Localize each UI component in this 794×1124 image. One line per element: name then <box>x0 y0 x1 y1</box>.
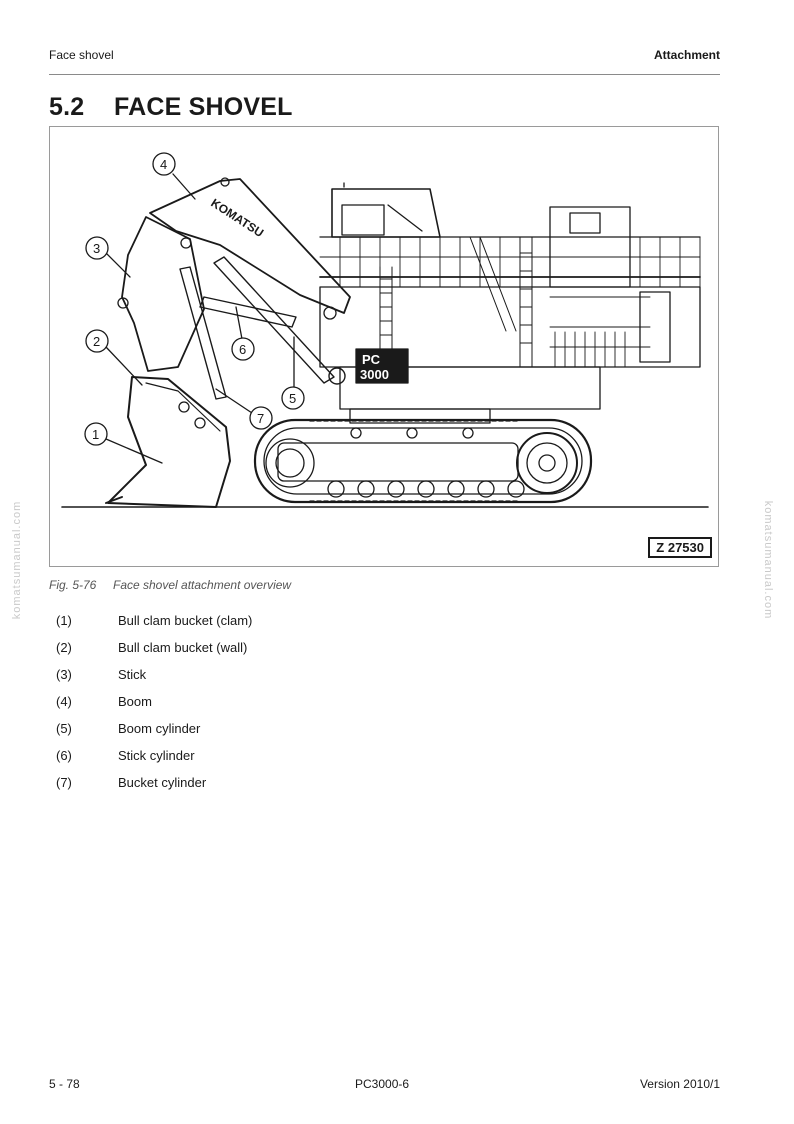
crawler-track <box>253 418 593 504</box>
callout-5: 5 <box>281 336 305 410</box>
legend-item-label: Boom cylinder <box>118 721 201 736</box>
callout-6: 6 <box>231 306 255 361</box>
callout-2: 2 <box>85 329 143 386</box>
legend-item-number: (1) <box>56 613 72 628</box>
legend-item: (4) Boom <box>56 694 252 721</box>
svg-text:6: 6 <box>239 342 246 357</box>
stick <box>117 216 205 372</box>
svg-text:2: 2 <box>93 334 100 349</box>
boom-cylinder-pin <box>328 367 346 385</box>
svg-text:3: 3 <box>93 241 100 256</box>
legend-item-label: Stick cylinder <box>118 748 195 763</box>
legend-item-number: (2) <box>56 640 72 655</box>
svg-text:5: 5 <box>289 391 296 406</box>
figure-caption: Fig. 5-76 Face shovel attachment overview <box>49 578 291 592</box>
excavator-illustration: PC 3000 KOMATSU <box>61 152 709 508</box>
legend-item-number: (6) <box>56 748 72 763</box>
watermark-right: komatsumanual.com <box>762 500 774 620</box>
svg-text:7: 7 <box>257 411 264 426</box>
boom-cylinder <box>213 256 335 384</box>
boom-brand-lettering: KOMATSU <box>208 196 266 240</box>
legend-item-label: Bull clam bucket (wall) <box>118 640 248 655</box>
legend-item: (6) Stick cylinder <box>56 748 252 775</box>
header-section-label: Face shovel <box>49 48 114 62</box>
watermark-left: komatsumanual.com <box>11 500 23 620</box>
callout-3: 3 <box>85 236 131 278</box>
callouts: 4 3 2 1 6 <box>84 152 305 464</box>
legend-item: (3) Stick <box>56 667 252 694</box>
figure-frame: PC 3000 KOMATSU <box>49 126 719 567</box>
svg-text:1: 1 <box>92 427 99 442</box>
legend-item-number: (4) <box>56 694 72 709</box>
header-chapter-label: Attachment <box>653 48 720 62</box>
legend-item: (1) Bull clam bucket (clam) <box>56 613 252 640</box>
legend-item: (5) Boom cylinder <box>56 721 252 748</box>
legend-item-number: (5) <box>56 721 72 736</box>
access-ladder <box>379 236 533 368</box>
figure-number: Fig. 5-76 <box>49 578 97 592</box>
legend-item-number: (3) <box>56 667 72 682</box>
header-divider <box>49 74 720 75</box>
figure-caption-text: Face shovel attachment overview <box>113 578 292 592</box>
bull-clam-bucket <box>105 376 231 508</box>
footer-version: Version 2010/1 <box>639 1077 720 1091</box>
hydraulic-cylinders <box>179 256 346 400</box>
superstructure: PC 3000 <box>319 182 701 424</box>
legend-item-number: (7) <box>56 775 72 790</box>
legend-item: (7) Bucket cylinder <box>56 775 252 802</box>
footer-page-number: 5 - 78 <box>49 1077 80 1091</box>
legend-item-label: Stick <box>118 667 147 682</box>
page-title: 5.2 FACE SHOVEL <box>49 93 293 122</box>
stick-cylinder <box>199 296 297 328</box>
legend-item-label: Boom <box>118 694 152 709</box>
legend-item-label: Bull clam bucket (clam) <box>118 613 253 628</box>
section-number: 5.2 <box>49 93 85 121</box>
track-rollers <box>327 427 525 498</box>
section-title-text: FACE SHOVEL <box>114 93 293 121</box>
model-plate-top: PC <box>362 352 381 367</box>
svg-text:4: 4 <box>160 157 167 172</box>
model-plate-bottom: 3000 <box>360 367 389 382</box>
figure-reference-code: Z 27530 <box>648 537 712 558</box>
parts-legend: (1) Bull clam bucket (clam) (2) Bull clam … <box>56 613 252 802</box>
callout-7: 7 <box>215 388 273 430</box>
callout-1: 1 <box>84 422 163 464</box>
legend-item: (2) Bull clam bucket (wall) <box>56 640 252 667</box>
bucket-cylinder <box>179 266 227 400</box>
callout-4: 4 <box>152 152 196 200</box>
footer-model: PC3000-6 <box>355 1077 410 1091</box>
model-plate <box>355 348 409 384</box>
legend-item-label: Bucket cylinder <box>118 775 207 790</box>
